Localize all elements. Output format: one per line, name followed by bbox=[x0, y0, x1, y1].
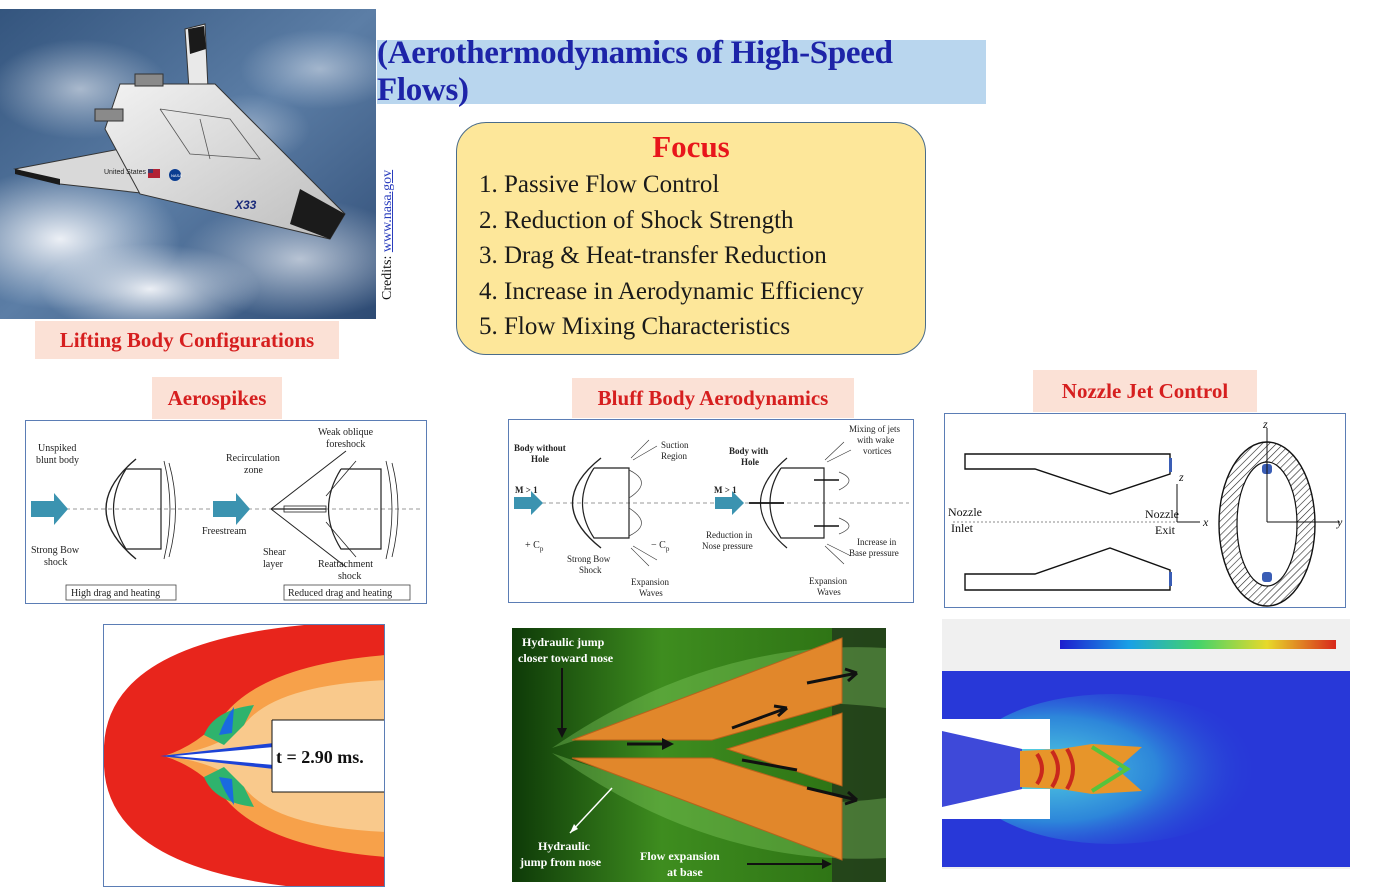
label-flow-expansion-1: Flow expansion bbox=[640, 849, 720, 863]
label-expansion-2a: Expansion bbox=[809, 576, 847, 586]
label-mixing-2: with wake bbox=[857, 435, 894, 445]
focus-item: 2. Reduction of Shock Strength bbox=[479, 206, 794, 234]
label-cp-plus: + Cp bbox=[525, 540, 544, 553]
label-weak-1: Weak oblique bbox=[318, 427, 374, 438]
label-shear-2: layer bbox=[263, 559, 284, 570]
label-nozzle-inlet-2: Inlet bbox=[951, 521, 974, 535]
aerospike-contour-sim: t = 2.90 ms. bbox=[103, 624, 385, 887]
focus-item: 5. Flow Mixing Characteristics bbox=[479, 313, 791, 340]
focus-box: Focus 1. Passive Flow Control 2. Reducti… bbox=[456, 122, 926, 355]
model-text: X33 bbox=[234, 198, 257, 212]
label-increase-1: Increase in bbox=[857, 537, 897, 547]
label-weak-2: foreshock bbox=[326, 439, 365, 450]
flow-arrow-icon bbox=[514, 491, 543, 515]
label-jump-top-2: closer toward nose bbox=[518, 651, 614, 665]
label-strong-bow-1: Strong Bow bbox=[567, 554, 611, 564]
focus-item: 1. Passive Flow Control bbox=[479, 171, 720, 198]
spaceplane-image: United States NASA X33 bbox=[0, 9, 376, 319]
label-jump-bot-1: Hydraulic bbox=[538, 839, 591, 853]
lifting-body-label: Lifting Body Configurations bbox=[35, 321, 339, 359]
credits-link[interactable]: www.nasa.gov bbox=[380, 169, 395, 253]
label-suction-2: Region bbox=[661, 451, 687, 461]
label-reduction-1: Reduction in bbox=[706, 530, 753, 540]
label-jump-bot-2: jump from nose bbox=[519, 855, 602, 869]
label-axis-z2: z bbox=[1262, 417, 1268, 431]
nozzle-jet-label: Nozzle Jet Control bbox=[1033, 370, 1257, 412]
flow-arrow-icon bbox=[715, 491, 744, 515]
label-nozzle-exit-1: Nozzle bbox=[1145, 507, 1179, 521]
label-mach-1: M > 1 bbox=[515, 485, 538, 495]
label-suction-1: Suction bbox=[661, 440, 689, 450]
label-jump-top-1: Hydraulic jump bbox=[522, 635, 605, 649]
label-nozzle-exit-2: Exit bbox=[1155, 523, 1176, 537]
label-strong-bow-2: Shock bbox=[579, 565, 602, 575]
focus-item: 3. Drag & Heat-transfer Reduction bbox=[479, 242, 827, 269]
nasa-badge-text: NASA bbox=[171, 173, 182, 178]
label-strong-bow: Strong Bow bbox=[31, 545, 80, 556]
label-mach-2: M > 1 bbox=[714, 485, 737, 495]
aerospike-diagram: Unspiked blunt body Strong Bow shock Rec… bbox=[25, 420, 427, 604]
label-reduction-2: Nose pressure bbox=[702, 541, 753, 551]
caption-high-drag: High drag and heating bbox=[71, 588, 160, 599]
label-axis-y: y bbox=[1336, 515, 1343, 529]
focus-heading: Focus bbox=[652, 129, 730, 164]
bluff-body-diagram: Body without Hole Suction Region Body wi… bbox=[508, 419, 914, 603]
label-freestream: Freestream bbox=[202, 526, 247, 537]
aerospikes-label: Aerospikes bbox=[152, 377, 282, 419]
flow-arrow-icon bbox=[213, 493, 250, 525]
flow-arrow-icon bbox=[31, 493, 68, 525]
label-nozzle-inlet-1: Nozzle bbox=[948, 505, 982, 519]
label-blunt-body: blunt body bbox=[36, 455, 79, 466]
label-axis-z: z bbox=[1178, 470, 1184, 484]
label-body-with-2: Hole bbox=[741, 457, 759, 467]
page-title: (Aerothermodynamics of High-Speed Flows) bbox=[377, 35, 986, 108]
focus-item: 4. Increase in Aerodynamic Efficiency bbox=[479, 277, 864, 305]
label-shear-1: Shear bbox=[263, 547, 286, 558]
label-expansion-2b: Waves bbox=[817, 587, 841, 597]
nozzle-cfd-sim bbox=[942, 619, 1350, 869]
label-shock: shock bbox=[44, 557, 67, 568]
label-reattach-2: shock bbox=[338, 571, 361, 582]
label-body-without-1: Body without bbox=[514, 443, 566, 453]
credits-prefix: Credits: bbox=[380, 252, 395, 300]
colorbar bbox=[1060, 640, 1336, 649]
label-expansion-1a: Expansion bbox=[631, 577, 669, 587]
focus-list: 1. Passive Flow Control 2. Reduction of … bbox=[479, 167, 864, 345]
schlieren-sim: Hydraulic jump closer toward nose Hydrau… bbox=[512, 628, 886, 882]
label-cp-minus: − Cp bbox=[651, 540, 670, 553]
label-unspiked: Unspiked bbox=[38, 443, 76, 454]
nozzle-diagram: Nozzle Inlet Nozzle Exit z x y z bbox=[944, 413, 1346, 608]
label-recirc-1: Recirculation bbox=[226, 453, 280, 464]
sim-time-label: t = 2.90 ms. bbox=[276, 747, 364, 767]
label-axis-x: x bbox=[1202, 515, 1209, 529]
label-mixing-1: Mixing of jets bbox=[849, 424, 900, 434]
label-expansion-1b: Waves bbox=[639, 588, 663, 598]
flag-text: United States bbox=[104, 169, 147, 176]
label-recirc-2: zone bbox=[244, 465, 263, 476]
label-mixing-3: vortices bbox=[863, 446, 892, 456]
label-body-without-2: Hole bbox=[531, 454, 549, 464]
label-body-with-1: Body with bbox=[729, 446, 768, 456]
caption-reduced-drag: Reduced drag and heating bbox=[288, 588, 392, 599]
page-title-text: (Aerothermodynamics of High-Speed Flows) bbox=[377, 35, 893, 108]
label-increase-2: Base pressure bbox=[849, 548, 899, 558]
bluff-body-label: Bluff Body Aerodynamics bbox=[572, 378, 854, 418]
label-reattach-1: Reattachment bbox=[318, 559, 373, 570]
label-flow-expansion-2: at base bbox=[667, 865, 703, 879]
